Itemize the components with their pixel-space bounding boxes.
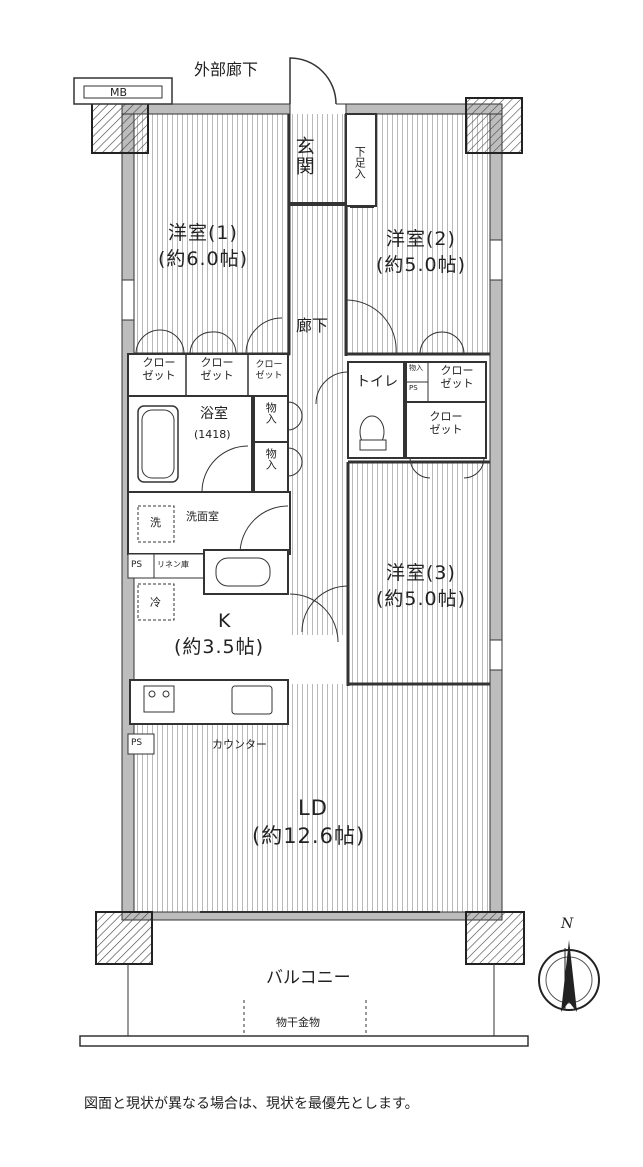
- column-bottom-right: [465, 911, 525, 965]
- fridge-label: 冷: [150, 596, 161, 609]
- linen-box: [153, 553, 205, 579]
- column-bottom-left: [95, 911, 153, 965]
- western1-name: 洋室(1): [168, 222, 238, 244]
- western3-name: 洋室(3): [386, 562, 456, 584]
- drying-label: 物干金物: [276, 1016, 320, 1029]
- ps-box-bottom: [127, 733, 155, 755]
- washbasin: [215, 557, 271, 587]
- wall-right: [489, 107, 503, 921]
- entrance-label: 玄関: [292, 136, 315, 176]
- floor-western3: [350, 462, 490, 684]
- western2-name: 洋室(2): [386, 228, 456, 250]
- closet-row-left: [127, 353, 289, 397]
- stove: [143, 685, 175, 713]
- closet-3: クロー ゼット: [255, 360, 283, 381]
- bath-size: (1418): [194, 428, 231, 441]
- closet-2: クロー ゼット: [200, 356, 234, 383]
- washer-label: 洗: [150, 516, 161, 529]
- balcony-rail: [79, 1035, 529, 1047]
- wall-bottom: [121, 911, 503, 921]
- column-top-right: [465, 97, 523, 154]
- floor-western1: [134, 114, 289, 354]
- counter-label: カウンター: [212, 738, 267, 751]
- storage-a-label: 物入: [264, 402, 278, 424]
- small-ps-label: PS: [409, 384, 418, 392]
- bath-name: 浴室: [200, 406, 228, 422]
- closet-4: クロー ゼット: [440, 364, 474, 391]
- washroom-label: 洗面室: [186, 510, 219, 523]
- floor-entrance: [290, 114, 346, 204]
- kitchen-size: (約3.5帖): [174, 636, 265, 658]
- hallway-label: 廊下: [296, 316, 329, 335]
- ld-size: (約12.6帖): [252, 824, 366, 848]
- column-top-left: [91, 97, 149, 154]
- kitchen-name: K: [218, 610, 232, 632]
- ld-name: LD: [298, 796, 328, 820]
- ps-top-label: PS: [131, 560, 143, 570]
- ps-bottom-label: PS: [131, 738, 143, 748]
- floor-hallway: [290, 205, 346, 635]
- storage-b-label: 物入: [264, 448, 278, 470]
- linen-label: リネン庫: [157, 560, 189, 569]
- shoe-storage: [345, 113, 377, 207]
- closet-1: クロー ゼット: [142, 356, 176, 383]
- entrance-door: [289, 57, 337, 105]
- compass-icon: [538, 940, 600, 1012]
- western2-size: (約5.0帖): [376, 254, 467, 276]
- corridor-label: 外部廊下: [194, 60, 259, 79]
- compass-north-label: N: [561, 916, 574, 932]
- shoe-storage-label: 下足入: [353, 146, 367, 179]
- western3-size: (約5.0帖): [376, 588, 467, 610]
- toilet-label: トイレ: [356, 374, 398, 390]
- sink: [231, 685, 273, 715]
- storage-box-b: [253, 441, 289, 493]
- closet-right-lower: [405, 401, 487, 459]
- western1-size: (約6.0帖): [158, 248, 249, 270]
- footer-note: 図面と現状が異なる場合は、現状を最優先とします。: [84, 1096, 419, 1112]
- small-storage-label: 物入: [409, 364, 423, 372]
- closet-5: クロー ゼット: [429, 410, 463, 437]
- balcony-label: バルコニー: [266, 968, 351, 988]
- mb-label: MB: [110, 86, 128, 99]
